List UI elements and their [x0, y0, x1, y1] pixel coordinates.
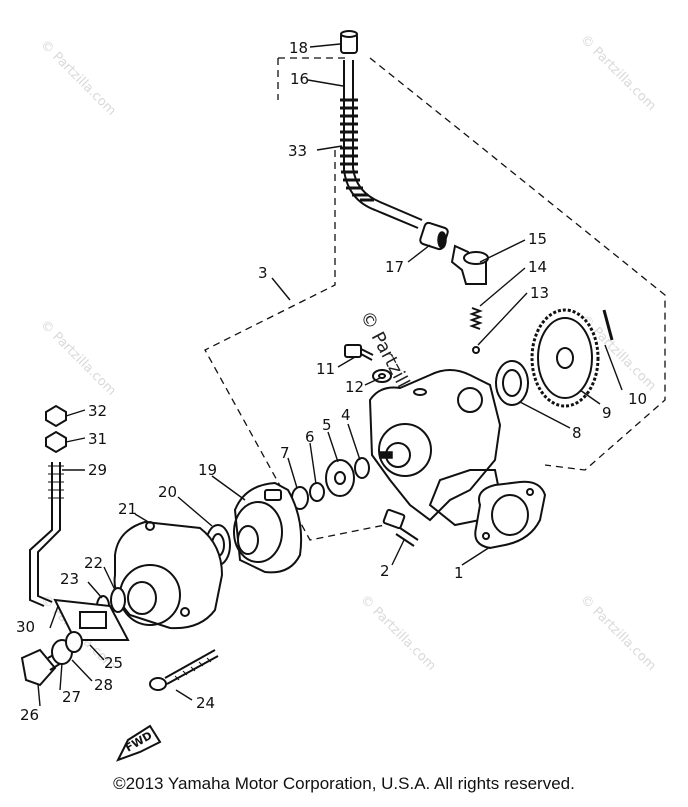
- spring-part: [469, 307, 483, 330]
- assembly-outline: [204, 57, 666, 541]
- washer-stack-part: [309, 457, 370, 502]
- hose-joint-part: [419, 221, 449, 251]
- oil-seal-part: [495, 360, 529, 406]
- callout-6: 6: [305, 428, 315, 446]
- callout-29: 29: [88, 461, 107, 479]
- lock-nut-part: [45, 430, 67, 454]
- elbow-fitting-part: [450, 244, 489, 285]
- callout-4: 4: [341, 406, 351, 424]
- pump-cover-part: [233, 481, 303, 574]
- callout-labels: 18 16 33 3 17 15 14 13 11 12 10 9 8 4 5 …: [16, 39, 647, 724]
- callout-28: 28: [94, 676, 113, 694]
- callout-31: 31: [88, 430, 107, 448]
- callout-5: 5: [322, 416, 332, 434]
- leader-lines: [37, 43, 623, 707]
- callout-24: 24: [196, 694, 215, 712]
- callout-32: 32: [88, 402, 107, 420]
- callout-11: 11: [316, 360, 335, 378]
- watermark: © Partzilla.com: [357, 592, 439, 674]
- callout-23: 23: [60, 570, 79, 588]
- outer-cover-part: [113, 520, 224, 630]
- callout-13: 13: [530, 284, 549, 302]
- gasket-part: [474, 480, 547, 550]
- cover-screw-part: [149, 649, 219, 691]
- callout-30: 30: [16, 618, 35, 636]
- adjuster-rod-part: [29, 462, 64, 607]
- callout-8: 8: [572, 424, 582, 442]
- copyright-notice: ©2013 Yamaha Motor Corporation, U.S.A. A…: [113, 774, 575, 793]
- callout-15: 15: [528, 230, 547, 248]
- callout-7: 7: [280, 444, 290, 462]
- oil-delivery-hose: [340, 60, 423, 229]
- callout-12: 12: [345, 378, 364, 396]
- callout-22: 22: [84, 554, 103, 572]
- callout-1: 1: [454, 564, 464, 582]
- bleed-screw-part: [344, 344, 374, 361]
- callout-17: 17: [385, 258, 404, 276]
- plate-part: [53, 598, 130, 641]
- callout-14: 14: [528, 258, 547, 276]
- callout-21: 21: [118, 500, 137, 518]
- hose-cap-part: [340, 30, 358, 54]
- callout-26: 26: [20, 706, 39, 724]
- callout-27: 27: [62, 688, 81, 706]
- guide-part: [65, 631, 83, 653]
- pin-part: [602, 309, 614, 341]
- callout-19: 19: [198, 461, 217, 479]
- pump-body-part: [368, 369, 502, 527]
- callout-2: 2: [380, 562, 390, 580]
- callout-20: 20: [158, 483, 177, 501]
- mounting-bolt-part: [382, 508, 419, 547]
- callout-25: 25: [104, 654, 123, 672]
- forward-arrow-icon: FWD: [115, 724, 162, 762]
- watermark: © Partzilla.com: [577, 592, 659, 674]
- check-ball-part: [472, 346, 480, 354]
- callout-18: 18: [289, 39, 308, 57]
- callout-16: 16: [290, 70, 309, 88]
- callout-3: 3: [258, 264, 268, 282]
- callout-9: 9: [602, 404, 612, 422]
- drive-gear-part: [530, 308, 600, 408]
- callout-33: 33: [288, 142, 307, 160]
- watermark: © Partzilla.com: [37, 317, 119, 399]
- watermark: © Partzilla.com: [577, 32, 659, 114]
- spring-seat-part: [110, 587, 126, 613]
- callout-10: 10: [628, 390, 647, 408]
- watermark: © Partzilla.com: [37, 37, 119, 119]
- adjuster-nut-part: [45, 404, 67, 428]
